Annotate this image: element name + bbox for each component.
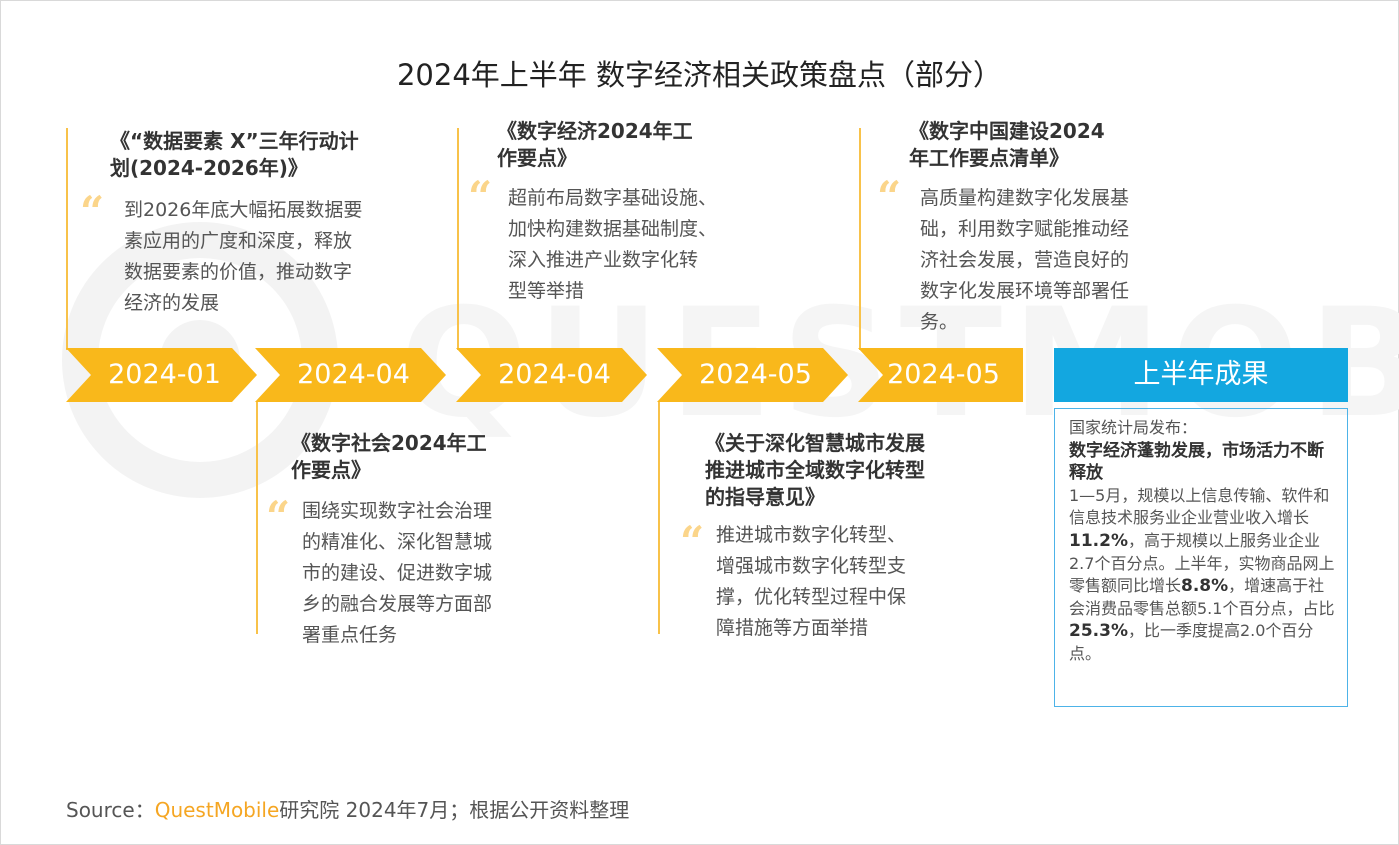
- quote-mark-icon: “: [468, 172, 493, 221]
- connector-line-1: [66, 128, 68, 350]
- timeline-step-5: 2024-05: [858, 348, 1023, 402]
- timeline-step-1: 2024-01: [66, 348, 257, 402]
- connector-line-4: [658, 402, 660, 634]
- connector-line-3: [457, 128, 459, 350]
- policy-title-2: 《数字社会2024年工作要点》: [291, 431, 487, 482]
- timeline-date: 2024-04: [498, 359, 611, 390]
- policy-title-3: 《数字经济2024年工作要点》: [497, 119, 693, 170]
- timeline-step-4: 2024-05: [657, 348, 848, 402]
- questmobile-brand: QuestMobile: [154, 798, 280, 822]
- policy-body-4: 推进城市数字化转型、增强城市数字化转型支撑，优化转型过程中保障措施等方面举措: [716, 524, 907, 639]
- policy-body-2: 围绕实现数字社会治理的精准化、深化智慧城市的建设、促进数字城乡的融合发展等方面部…: [302, 500, 493, 646]
- timeline-step-2: 2024-04: [255, 348, 446, 402]
- result-headline: 数字经济蓬勃发展，市场活力不断释放: [1069, 440, 1324, 484]
- timeline-date: 2024-05: [699, 359, 812, 390]
- quote-mark-icon: “: [680, 517, 705, 566]
- quote-mark-icon: “: [266, 492, 291, 541]
- timeline-date: 2024-04: [297, 359, 410, 390]
- result-source-line: 国家统计局发布：: [1069, 418, 1198, 437]
- result-text: 1—5月，规模以上信息传输、软件和信息技术服务业企业营业收入增长11.2%，高于…: [1069, 485, 1335, 663]
- policy-body-5: 高质量构建数字化发展基础，利用数字赋能推动经济社会发展，营造良好的数字化发展环境…: [920, 187, 1130, 333]
- page-title: 2024年上半年 数字经济相关政策盘点（部分）: [396, 58, 1003, 92]
- connector-line-5: [859, 128, 861, 350]
- policy-title-4: 《关于深化智慧城市发展推进城市全域数字化转型的指导意见》: [705, 431, 925, 509]
- result-header: 上半年成果: [1054, 348, 1348, 402]
- source-note: Source：QuestMobile研究院 2024年7月；根据公开资料整理: [66, 798, 630, 822]
- timeline-step-3: 2024-04: [456, 348, 647, 402]
- quote-mark-icon: “: [80, 187, 105, 236]
- policy-title-1: 《“数据要素 X”三年行动计划(2024-2026年)》: [110, 129, 359, 180]
- policy-body-3: 超前布局数字基础设施、加快构建数据基础制度、深入推进产业数字化转型等举措: [508, 187, 718, 302]
- timeline-date: 2024-05: [887, 359, 1000, 390]
- timeline-date: 2024-01: [108, 359, 221, 390]
- policy-body-1: 到2026年底大幅拓展数据要素应用的广度和深度，释放数据要素的价值，推动数字经济…: [124, 199, 363, 314]
- connector-line-2: [256, 402, 258, 634]
- result-box: 国家统计局发布： 数字经济蓬勃发展，市场活力不断释放 1—5月，规模以上信息传输…: [1054, 408, 1348, 707]
- quote-mark-icon: “: [877, 172, 902, 221]
